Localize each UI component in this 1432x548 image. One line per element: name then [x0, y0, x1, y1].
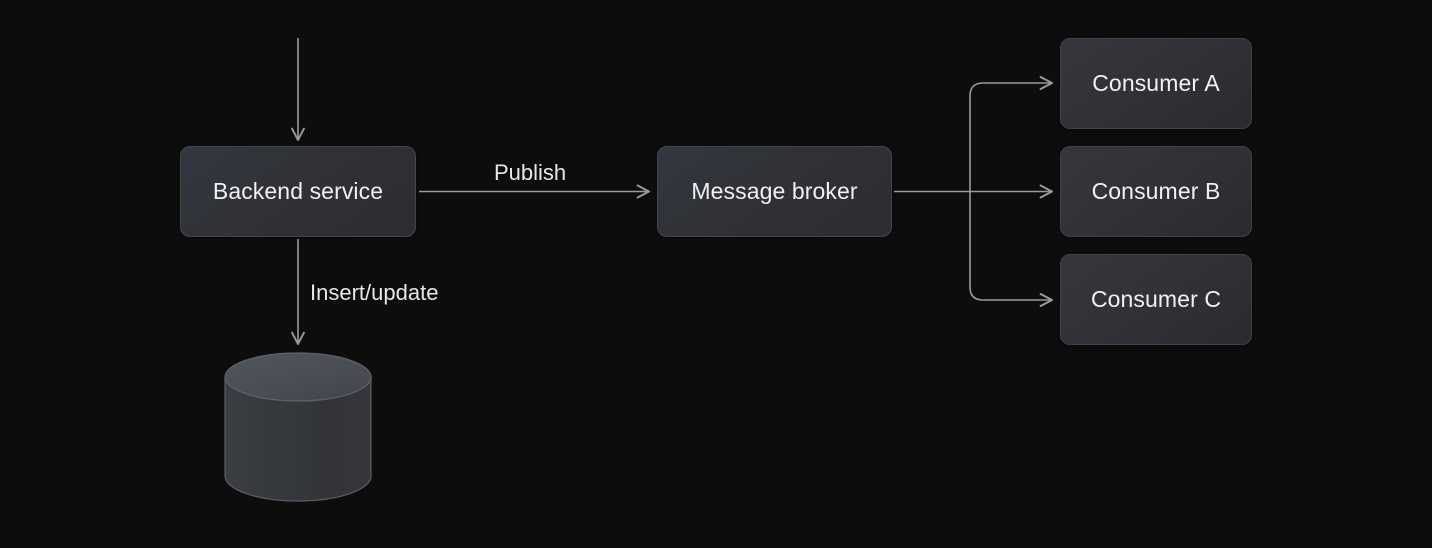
node-backend-service[interactable]: Backend service	[180, 146, 416, 237]
node-backend-service-label: Backend service	[212, 178, 384, 204]
node-message-broker-label: Message broker	[691, 178, 858, 204]
edge-label-publish: Publish	[494, 160, 567, 185]
database-cylinder	[224, 352, 372, 502]
node-consumer-b-label: Consumer B	[1091, 178, 1221, 204]
node-consumer-c-label: Consumer C	[1090, 286, 1222, 312]
node-consumer-a-label: Consumer A	[1092, 70, 1220, 96]
node-message-broker[interactable]: Message broker	[657, 146, 892, 237]
node-consumer-b[interactable]: Consumer B	[1060, 146, 1252, 237]
connector-junction-to-consumer-c	[969, 191, 1053, 307]
node-consumer-c[interactable]: Consumer C	[1060, 254, 1252, 345]
connector-junction-to-consumer-a	[969, 76, 1053, 192]
node-consumer-a[interactable]: Consumer A	[1060, 38, 1252, 129]
edge-label-insert-update: Insert/update	[310, 280, 439, 305]
